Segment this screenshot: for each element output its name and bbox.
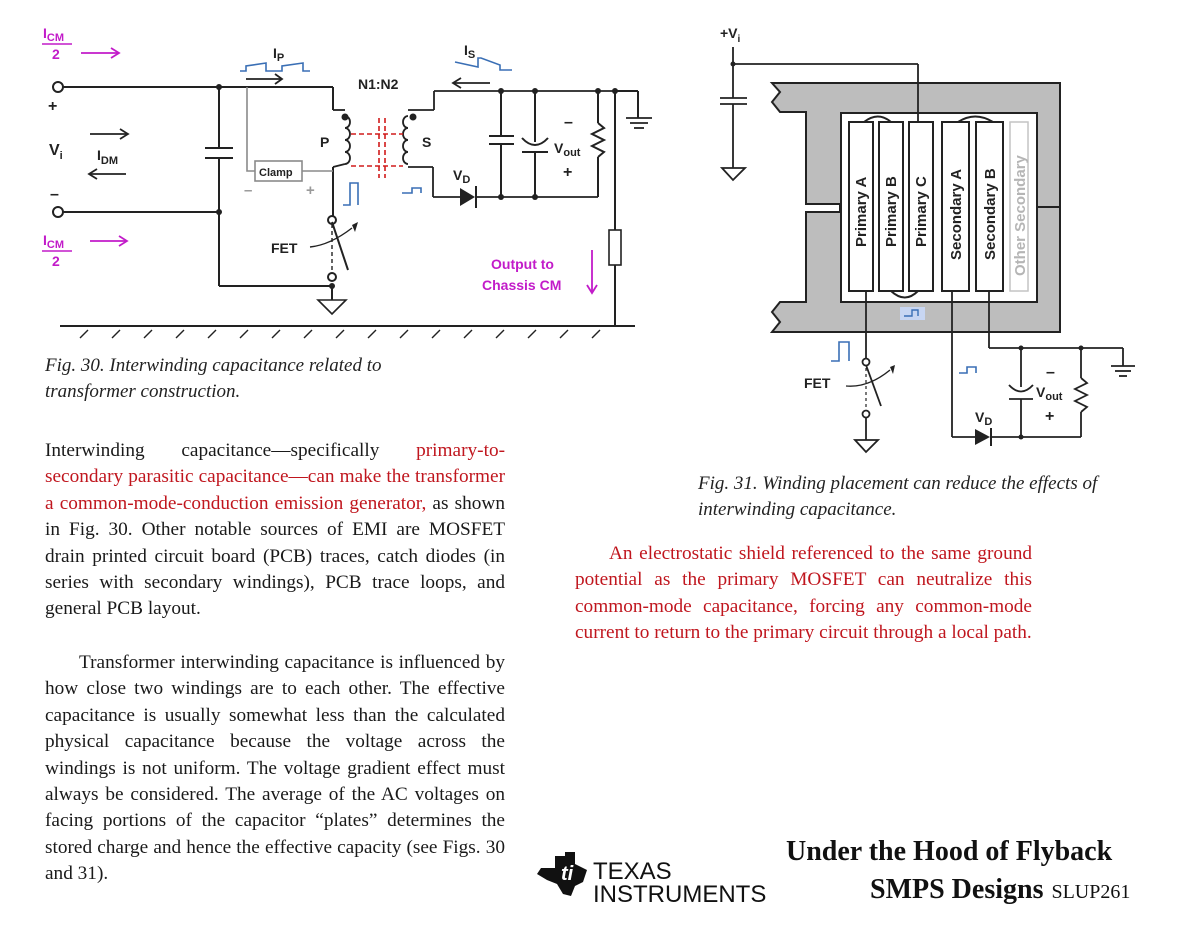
winding-label: Secondary A [948,169,965,260]
winding-label: Secondary B [982,168,999,260]
icm-top-label: ICM [43,25,64,44]
ti-logo-text-2: INSTRUMENTS [593,881,767,908]
vi-label: +Vi [720,25,741,45]
winding-label: Primary C [913,176,930,247]
footer-title-1: Under the Hood of Flyback [786,836,1113,867]
vi-label: Vi [49,142,63,162]
winding-label: Primary B [883,176,900,247]
ip-label: IP [273,45,284,64]
vout-minus: – [564,114,573,131]
winding-primary-c [908,121,934,292]
idm-label: IDM [97,147,118,167]
output-chassis-label-1: Output to [491,256,554,272]
is-label: IS [464,42,475,61]
fet-label: FET [804,375,831,391]
ti-logo-icon: ti [537,852,587,896]
vout-label: Vout [554,140,581,159]
turns-ratio-label: N1:N2 [358,76,399,92]
vout-minus: – [1046,364,1055,381]
winding-label: Primary A [853,177,870,247]
icm-bottom-label: ICM [43,232,64,251]
primary-label: P [320,134,329,150]
vout-label: Vout [1036,384,1063,403]
winding-other-secondary [1009,121,1029,292]
winding-primary-b [878,121,904,292]
doc-id: SLUP261 [1051,881,1131,903]
output-chassis-label-2: Chassis CM [482,277,561,293]
winding-secondary-a [941,121,970,292]
paragraph-1: Interwinding capacitance—specifically pr… [45,440,505,620]
winding-primary-a [848,121,874,292]
vd-label: VD [975,409,992,428]
fig31-caption: Fig. 31. Winding placement can reduce th… [698,473,1098,520]
fig31-schematic: Primary A Primary B Primary C Secondary … [719,25,1135,454]
paragraph-3: An electrostatic shield referenced to th… [575,543,1032,644]
fig30-caption: Fig. 30. Interwinding capacitance relate… [45,355,382,402]
paragraph-2: Transformer interwinding capacitance is … [45,652,505,885]
fet-label: FET [271,240,298,256]
ti-logo-text-1: TEXAS [593,858,672,885]
highlighted-text: primary-to-secondary parasitic capacitan… [45,440,505,514]
plus-label: + [48,98,57,115]
clamp-label: Clamp [259,167,293,179]
svg-text:2: 2 [52,253,60,269]
clamp-minus: – [244,182,252,199]
svg-text:ti: ti [561,863,574,885]
clamp-plus: + [306,182,315,199]
secondary-label: S [422,134,431,150]
vd-label: VD [453,167,470,186]
svg-text:2: 2 [52,46,60,62]
vout-plus: + [563,164,572,181]
minus-label: – [50,186,59,203]
winding-label: Other Secondary [1012,154,1029,276]
vout-plus: + [1045,408,1054,425]
fig30-schematic: + – Vi IDM IP IS N1:N2 P S VD Vout – + F… [42,25,652,339]
